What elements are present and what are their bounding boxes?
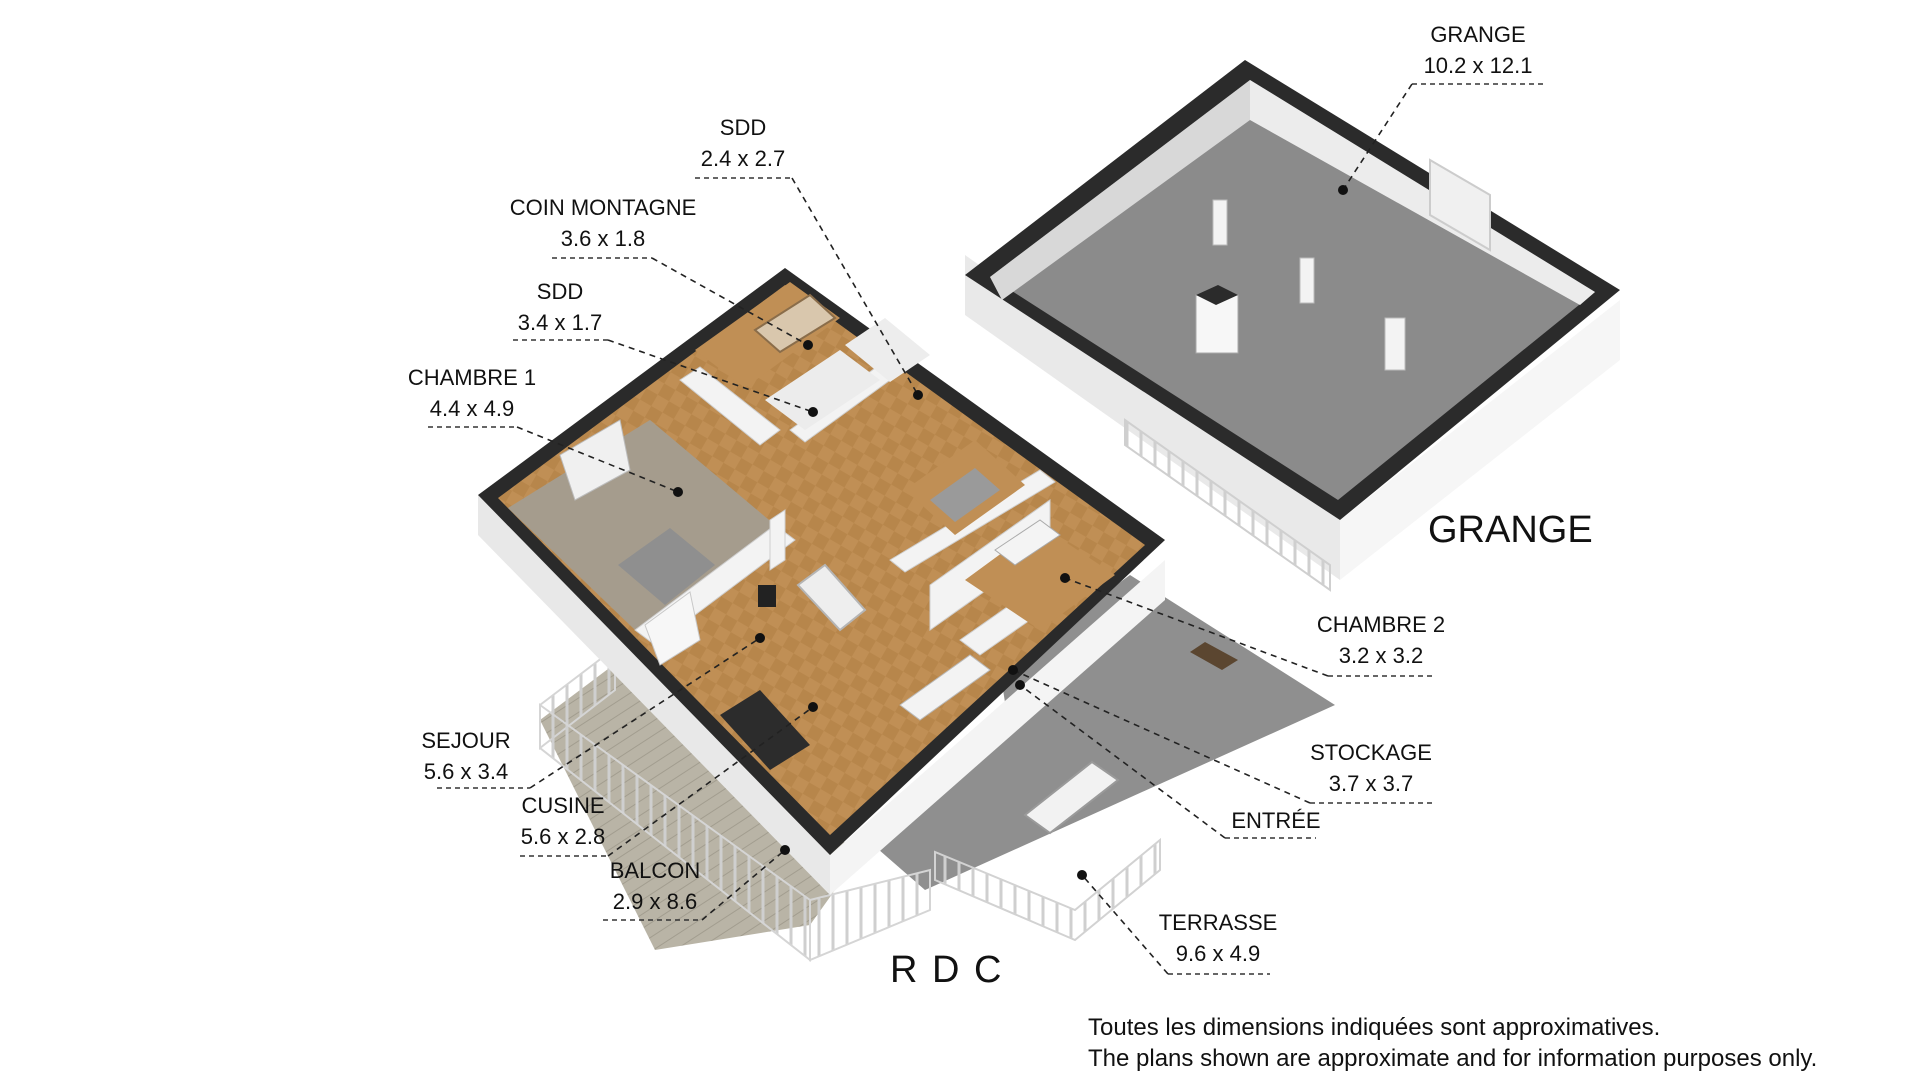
cusine-counter (720, 690, 810, 770)
disclaimer-fr: Toutes les dimensions indiquées sont app… (1088, 1014, 1661, 1041)
disclaimer: Toutes les dimensions indiquées sont app… (1088, 1012, 1817, 1074)
room-name: TERRASSE (1159, 910, 1278, 935)
rdc-building (478, 268, 1165, 895)
leader-dot (1077, 870, 1087, 880)
room-label-grange: GRANGE 10.2 x 12.1 (1338, 22, 1545, 195)
stockage-desk (994, 519, 1061, 566)
room-name: ENTRÉE (1231, 808, 1320, 833)
stairs (644, 591, 701, 666)
grange-railing (1124, 418, 1331, 592)
rdc-wall-left (478, 495, 830, 895)
chambre-1-wardrobe (559, 419, 631, 501)
room-dims: 5.6 x 2.8 (521, 824, 605, 849)
sdd-top-floor (845, 318, 930, 382)
room-name: GRANGE (1430, 22, 1525, 47)
room-label-cusine: CUSINE 5.6 x 2.8 (520, 702, 818, 857)
room-dims: 5.6 x 3.4 (424, 759, 508, 784)
rdc-floor (498, 285, 1145, 835)
terrasse-table (1023, 760, 1120, 835)
balcon (539, 645, 931, 963)
terrasse-bench (1190, 642, 1238, 670)
room-label-sejour: SEJOUR 5.6 x 3.4 (421, 633, 765, 789)
chambre-2-bed (930, 468, 1000, 522)
room-dims: 4.4 x 4.9 (430, 396, 514, 421)
leader-dot (803, 340, 813, 350)
terrasse-railing (934, 837, 1161, 942)
leader-dot (913, 390, 923, 400)
leader-line (607, 339, 814, 413)
room-name: BALCON (610, 858, 700, 883)
grange-inner-wall-left (990, 80, 1250, 300)
chambre-1-bed (618, 528, 715, 605)
room-label-terrasse: TERRASSE 9.6 x 4.9 (1077, 870, 1278, 975)
room-label-sdd-top: SDD 2.4 x 2.7 (695, 115, 923, 400)
leader-dot (755, 633, 765, 643)
grange-building (965, 60, 1620, 592)
grange-wall-right (1340, 300, 1620, 580)
leader-dot (1060, 573, 1070, 583)
leader-line (516, 426, 679, 493)
room-label-stockage: STOCKAGE 3.7 x 3.7 (1008, 665, 1432, 804)
leader-dot (808, 702, 818, 712)
room-dims: 3.6 x 1.8 (561, 226, 645, 251)
leader-line (1019, 684, 1226, 839)
room-label-entree: ENTRÉE (1015, 680, 1321, 839)
leader-dot (673, 487, 683, 497)
room-dims: 2.9 x 8.6 (613, 889, 697, 914)
room-name: CHAMBRE 2 (1317, 612, 1445, 637)
room-name: COIN MONTAGNE (510, 195, 697, 220)
leader-dot (1015, 680, 1025, 690)
leader-line (607, 706, 814, 857)
coin-montagne-bunk (753, 293, 837, 354)
cusine-island (899, 654, 991, 721)
room-label-sdd: SDD 3.4 x 1.7 (513, 279, 818, 417)
grange-inner-wall-right (1250, 80, 1595, 305)
room-name: SDD (720, 115, 766, 140)
section-title-grange: GRANGE (1428, 509, 1593, 551)
leader-line (651, 257, 809, 346)
room-name: CHAMBRE 1 (408, 365, 536, 390)
stockage-floor (965, 525, 1115, 630)
room-name: SEJOUR (421, 728, 510, 753)
room-dims: 2.4 x 2.7 (701, 146, 785, 171)
leader-dot (780, 845, 790, 855)
room-name: CUSINE (521, 793, 604, 818)
section-title-rdc: R D C (890, 949, 1003, 991)
sejour-sofa (796, 563, 867, 632)
room-dims: 10.2 x 12.1 (1424, 53, 1533, 78)
room-dims: 9.6 x 4.9 (1176, 941, 1260, 966)
room-name: SDD (537, 279, 583, 304)
leader-line (1064, 577, 1329, 677)
leader-dot (808, 407, 818, 417)
disclaimer-en: The plans shown are approximate and for … (1088, 1045, 1818, 1072)
sejour-stove (758, 585, 776, 607)
room-dims: 3.2 x 3.2 (1339, 643, 1423, 668)
room-name: STOCKAGE (1310, 740, 1432, 765)
room-label-chambre-1: CHAMBRE 1 4.4 x 4.9 (408, 365, 683, 497)
room-dims: 3.4 x 1.7 (518, 310, 602, 335)
grange-door (1429, 158, 1491, 252)
balcon-railing-right (809, 868, 931, 962)
leader-dot (1338, 185, 1348, 195)
leader-dot (1008, 665, 1018, 675)
rdc-wall-right (830, 560, 1165, 895)
room-label-balcon: BALCON 2.9 x 8.6 (603, 845, 790, 921)
sdd-floor (765, 350, 880, 430)
leader-line (529, 637, 761, 789)
room-label-chambre-2: CHAMBRE 2 3.2 x 3.2 (1060, 573, 1445, 677)
terrasse (870, 575, 1335, 942)
room-dims: 3.7 x 3.7 (1329, 771, 1413, 796)
leader-line (791, 177, 919, 396)
room-label-coin-montagne: COIN MONTAGNE 3.6 x 1.8 (510, 195, 813, 350)
leader-line (701, 849, 786, 921)
grange-posts (1195, 199, 1406, 371)
